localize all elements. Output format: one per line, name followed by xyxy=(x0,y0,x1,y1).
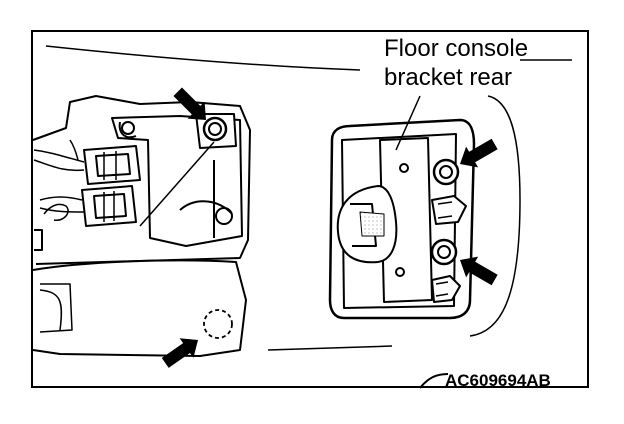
arrow-icons xyxy=(161,87,498,368)
callout-line-2: bracket rear xyxy=(384,64,513,91)
callout-label: Floor console bracket rear xyxy=(384,34,528,92)
bracket-assembly xyxy=(328,59,572,337)
diagram-frame xyxy=(31,30,589,388)
arrow-icon xyxy=(173,87,206,120)
callout-line-1: Floor console xyxy=(384,35,529,62)
reference-code: AC609694AB xyxy=(445,371,551,390)
arrow-icon xyxy=(460,138,498,168)
arrow-icon xyxy=(161,338,198,368)
arrow-icon xyxy=(460,256,498,286)
ref-code-swoosh xyxy=(419,373,449,389)
